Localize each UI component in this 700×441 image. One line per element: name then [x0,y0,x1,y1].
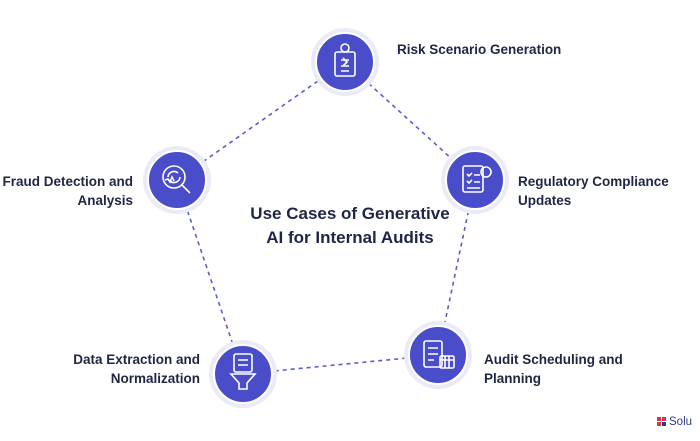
node-fraud-detection [143,146,211,214]
document-gear-icon [334,43,356,77]
brand-logo: Solu [657,416,692,428]
label-risk-scenario: Risk Scenario Generation [397,42,562,57]
node-regulatory-compliance [441,146,509,214]
label-fraud-detection: Fraud Detection and Analysis [2,174,133,208]
diagram-title: Use Cases of Generative AI for Internal … [225,202,475,250]
node-data-extraction [209,340,277,408]
node-risk-scenario [311,28,379,96]
checklist-gear-icon [462,165,492,193]
node-audit-scheduling [404,321,472,389]
label-regulatory-compliance: Regulatory Compliance Updates [518,174,669,208]
label-audit-scheduling: Audit Scheduling and Planning [484,352,623,386]
connector-regulatory-scheduling [437,179,476,356]
label-data-extraction: Data Extraction and Normalization [73,352,200,386]
brand-text: Solu [669,416,693,428]
title-line-1: Use Cases of Generative [250,204,450,223]
brand-mark-icon [657,417,666,426]
magnifier-cycle-icon [162,165,191,194]
title-line-2: AI for Internal Audits [266,228,434,247]
document-funnel-icon [229,353,257,390]
connector-extraction-fraud [176,179,244,375]
connector-fraud-risk [176,61,346,181]
calendar-checklist-icon [423,340,455,369]
